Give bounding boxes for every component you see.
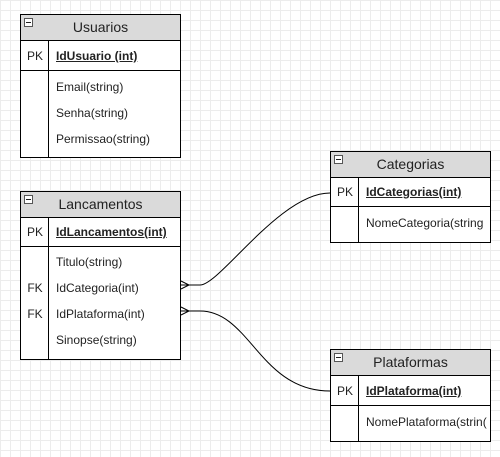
entity-categorias[interactable]: Categorias PK IdCategorias(int) NomeCate… — [330, 151, 491, 243]
pk-field: IdUsuario (int) — [56, 49, 138, 63]
entity-header[interactable]: Categorias — [331, 152, 490, 178]
field-row: Senha(string) — [56, 106, 129, 120]
pk-label: PK — [26, 225, 43, 239]
pk-field: IdCategorias(int) — [366, 185, 462, 199]
collapse-icon[interactable] — [334, 353, 343, 362]
entity-title: Categorias — [376, 156, 445, 172]
attributes-section: NomeCategoria(string — [331, 207, 490, 242]
pk-label: PK — [336, 384, 353, 398]
pk-label: PK — [336, 185, 353, 199]
field-row: Email(string) — [56, 80, 124, 94]
pk-label: PK — [26, 49, 43, 63]
pk-row: PK IdPlataforma(int) — [331, 376, 490, 406]
entity-title: Plataformas — [373, 354, 448, 370]
fk-label: FK — [27, 307, 43, 321]
entity-usuarios[interactable]: Usuarios PK IdUsuario (int) Email(string… — [20, 14, 181, 158]
field-row: Permissao(string) — [56, 132, 151, 146]
pk-row: PK IdUsuario (int) — [21, 41, 180, 71]
pk-row: PK IdLancamentos(int) — [21, 218, 180, 247]
pk-field: IdLancamentos(int) — [56, 225, 167, 239]
field-row: NomePlataforma(strin( — [366, 415, 487, 429]
attributes-section: Email(string) Senha(string) Permissao(st… — [21, 71, 180, 157]
field-row: NomeCategoria(string — [366, 216, 484, 230]
field-row: Titulo(string) — [56, 255, 123, 269]
entity-lancamentos[interactable]: Lancamentos PK IdLancamentos(int) Titulo… — [20, 191, 181, 360]
relationship-lancamentos-plataformas[interactable] — [181, 310, 331, 392]
entity-plataformas[interactable]: Plataformas PK IdPlataforma(int) NomePla… — [330, 349, 491, 442]
entity-header[interactable]: Plataformas — [331, 350, 490, 376]
crows-foot-plataforma — [180, 306, 191, 316]
fk-label: FK — [27, 281, 43, 295]
entity-header[interactable]: Usuarios — [21, 15, 180, 41]
field-row: Sinopse(string) — [56, 333, 137, 347]
attributes-section: Titulo(string) FK IdCategoria(int) FK Id… — [21, 247, 180, 359]
field-row: IdPlataforma(int) — [56, 307, 145, 321]
crows-foot-categoria — [180, 280, 191, 290]
collapse-icon[interactable] — [24, 195, 33, 204]
field-row: IdCategoria(int) — [56, 281, 139, 295]
entity-title: Lancamentos — [58, 196, 143, 212]
pk-row: PK IdCategorias(int) — [331, 178, 490, 207]
relationship-lancamentos-categorias[interactable] — [181, 192, 331, 286]
collapse-icon[interactable] — [24, 18, 33, 27]
pk-field: IdPlataforma(int) — [366, 384, 462, 398]
entity-header[interactable]: Lancamentos — [21, 192, 180, 218]
attributes-section: NomePlataforma(strin( — [331, 406, 490, 441]
entity-title: Usuarios — [72, 19, 129, 35]
collapse-icon[interactable] — [334, 155, 343, 164]
